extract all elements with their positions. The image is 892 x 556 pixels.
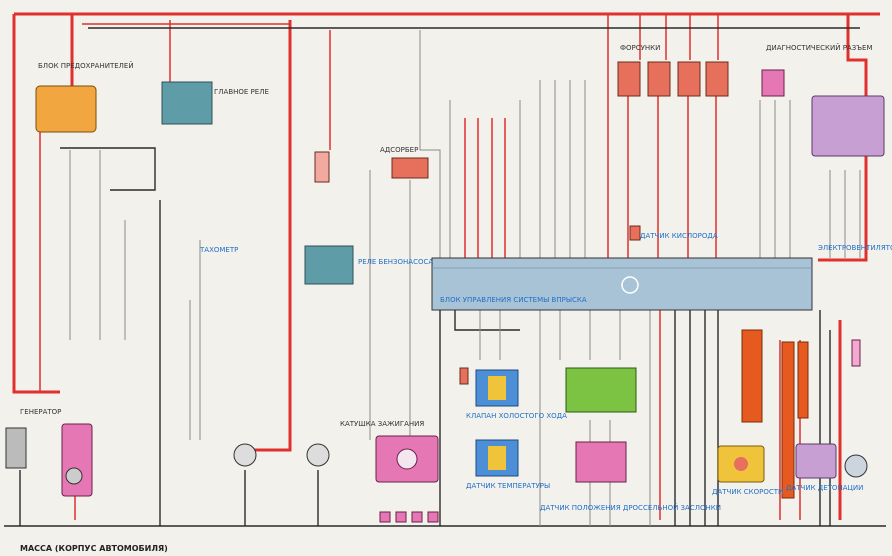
idle-valve-label: КЛАПАН ХОЛОСТОГО ХОДА	[466, 412, 567, 420]
heater-wire	[781, 341, 795, 499]
injectors	[617, 61, 729, 97]
left-power-rail	[12, 14, 60, 394]
fuel-pump-relay	[304, 245, 354, 285]
oxygen-sensor-label: ДАТЧИК КИСЛОРОДА	[640, 232, 718, 240]
throttle-position-sensor	[565, 367, 637, 413]
starter-motor	[306, 443, 330, 467]
power-wires	[39, 14, 801, 520]
knock-sensor-label: ДАТЧИК ДЕТОНАЦИИ	[786, 484, 864, 492]
speed-sensor-label: ДАТЧИК СКОРОСТИ	[712, 488, 784, 496]
heater-element	[741, 329, 763, 423]
generator	[233, 443, 257, 467]
knock-sensor	[795, 443, 837, 479]
oxygen-sensor	[575, 441, 627, 483]
ecu-label: БЛОК УПРАВЛЕНИЯ СИСТЕМЫ ВПРЫСКА	[440, 296, 587, 304]
cooling-fan	[844, 454, 868, 478]
canister-valve	[391, 157, 429, 179]
signal-wires	[69, 30, 861, 526]
ecu-connector-symbol	[621, 276, 639, 294]
fan-feed-wire	[818, 14, 868, 262]
tachometer-label: ТАХОМЕТР	[200, 246, 239, 254]
ground-wires	[4, 27, 886, 527]
ignition-coil	[61, 423, 93, 497]
fuse-box	[35, 85, 97, 133]
power-rails	[12, 12, 880, 520]
injectors-label: ФОРСУНКИ	[620, 44, 661, 52]
plug-connectors	[379, 511, 439, 523]
ignition-module	[811, 95, 885, 157]
fuel-pump-relay-label: РЕЛЕ БЕНЗОНАСОСА	[358, 258, 434, 266]
footer-ground-label: МАССА (КОРПУС АВТОМОБИЛЯ)	[20, 544, 168, 553]
battery	[5, 427, 27, 469]
diagnostic-label: ДИАГНОСТИЧЕСКИЙ РАЗЪЕМ	[766, 44, 873, 52]
canister-label: АДСОРБЕР	[380, 146, 419, 154]
ignition-coil-label: КАТУШКА ЗАЖИГАНИЯ	[340, 420, 425, 428]
fuse-inline	[314, 151, 330, 183]
generator-output-wire	[245, 20, 292, 452]
cooling-fan-label: ЭЛЕКТРОВЕНТИЛЯТОР	[818, 244, 892, 252]
generator-label: ГЕНЕРАТОР	[20, 408, 62, 416]
coolant-sensor-label: ДАТЧИК ТЕМПЕРАТУРЫ	[466, 482, 551, 490]
throttle-sensor-label: ДАТЧИК ПОЛОЖЕНИЯ ДРОССЕЛЬНОЙ ЗАСЛОНКИ	[540, 504, 721, 512]
fuse-box-label: БЛОК ПРЕДОХРАНИТЕЛЕЙ	[38, 62, 134, 70]
main-relay	[161, 81, 213, 125]
main-relay-label: ГЛАВНОЕ РЕЛЕ	[214, 88, 269, 96]
diagnostic-connector	[761, 69, 785, 97]
